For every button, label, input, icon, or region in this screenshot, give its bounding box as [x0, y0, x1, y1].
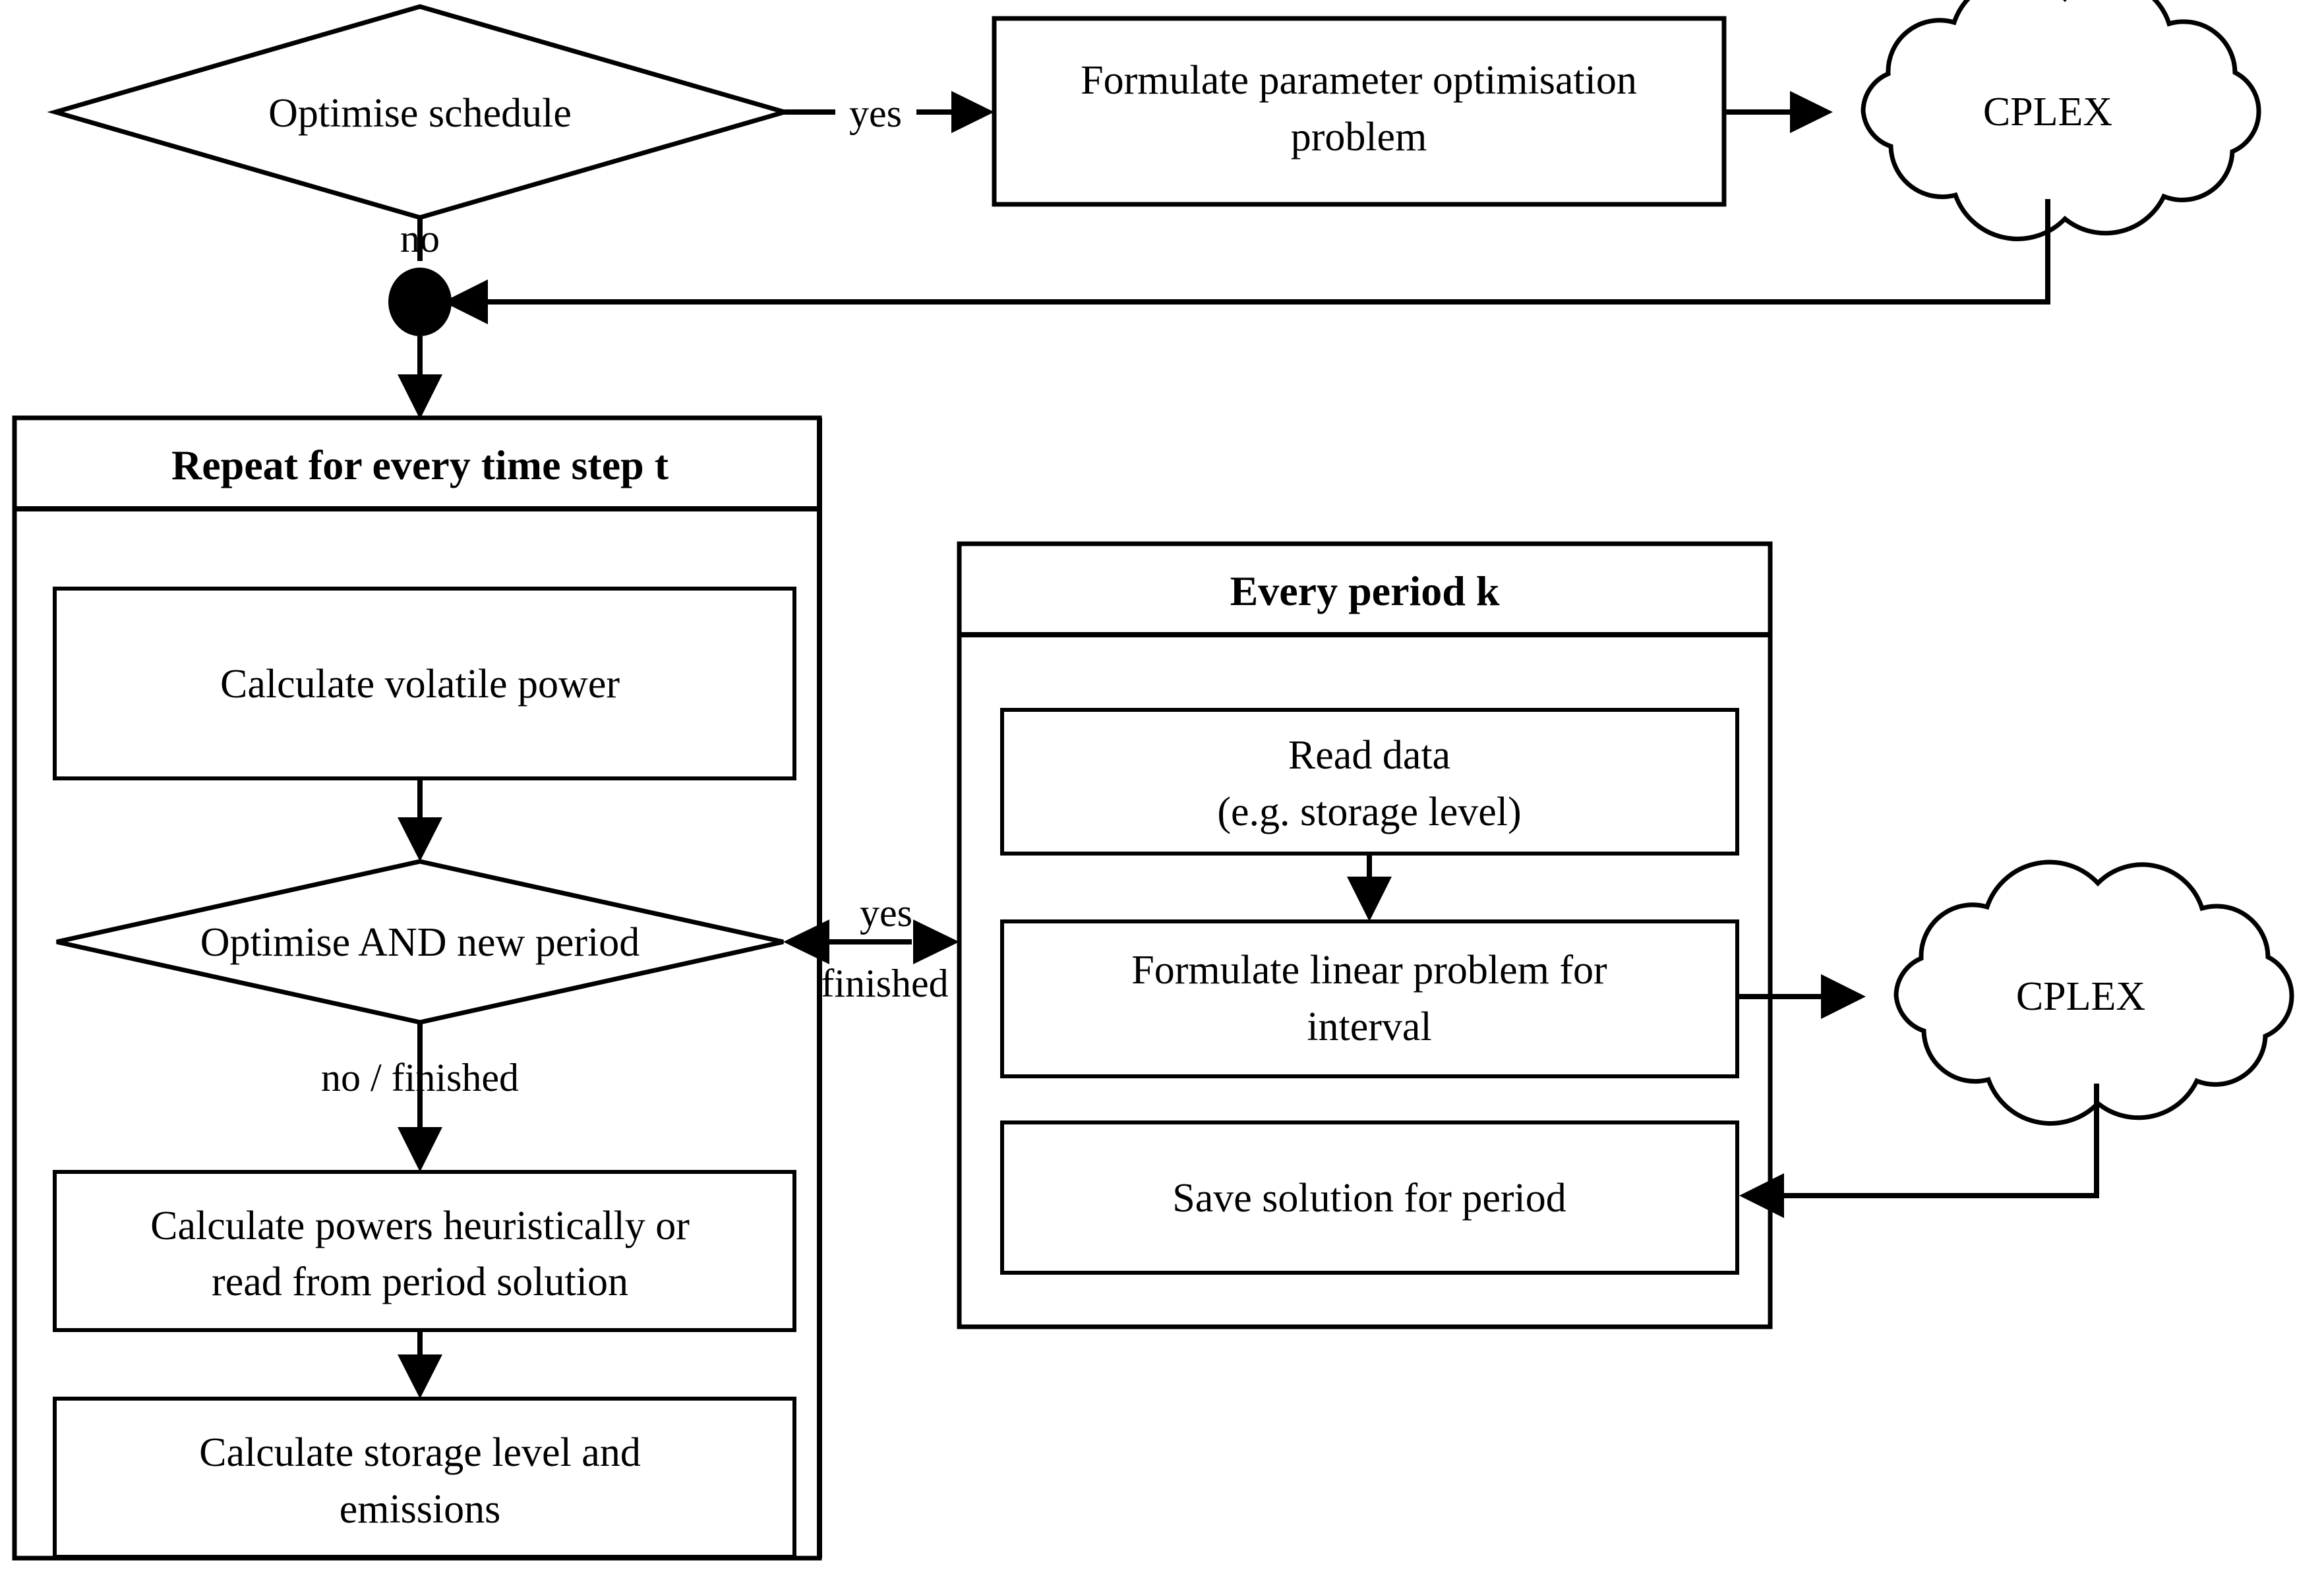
process-formulate-parameter-line1: Formulate parameter optimisation [1081, 58, 1637, 103]
edge-label-yes-top: yes [849, 92, 902, 135]
edge-no-finished-arrowhead [398, 1127, 442, 1172]
edge-volatile-to-decision-arrowhead [398, 817, 442, 861]
edge-yes-top-arrowhead [951, 91, 994, 133]
cloud-cplex-top-label: CPLEX [1983, 90, 2112, 134]
process-calculate-storage-line2: emissions [340, 1487, 501, 1532]
edge-label-no-finished: no / finished [321, 1056, 519, 1099]
process-read-data[interactable] [1000, 708, 1739, 856]
process-calculate-powers-line2: read from period solution [212, 1260, 628, 1304]
process-calculate-powers[interactable] [53, 1170, 796, 1332]
decision-optimise-schedule-label: Optimise schedule [268, 91, 572, 136]
edge-dot-to-repeat-arrowhead [398, 374, 442, 419]
process-save-solution-label: Save solution for period [1172, 1176, 1566, 1221]
process-calculate-volatile-power-label: Calculate volatile power [220, 662, 620, 707]
merge-node-dot [388, 268, 452, 336]
decision-optimise-and-new-period-label: Optimise AND new period [200, 920, 640, 965]
edge-powers-to-storage-arrowhead [398, 1354, 442, 1399]
process-calculate-storage-line1: Calculate storage level and [199, 1430, 641, 1475]
process-formulate-parameter-line2: problem [1291, 115, 1427, 160]
edge-yes-mid-arrowhead [913, 919, 959, 964]
edge-cplex-right-return-arrowhead [1739, 1173, 1784, 1218]
process-read-data-line2: (e.g. storage level) [1217, 790, 1521, 834]
cloud-cplex-right[interactable] [1893, 859, 2294, 1126]
process-formulate-linear-line1: Formulate linear problem for [1131, 948, 1607, 993]
process-calculate-powers-line1: Calculate powers heuristically or [150, 1204, 690, 1248]
process-formulate-parameter-problem[interactable] [992, 16, 1727, 207]
container-period-header-label: Every period k [1230, 567, 1500, 614]
edge-readdata-to-formulate-arrowhead [1347, 877, 1392, 921]
edge-cplex-right-return-path [1780, 1084, 2099, 1198]
edge-cplex-top-return-arrowhead [443, 279, 488, 324]
cloud-cplex-right-label: CPLEX [2016, 974, 2145, 1019]
edge-cplex-top-return-path [481, 199, 2050, 305]
cloud-cplex-top[interactable] [1861, 0, 2261, 241]
process-read-data-line1: Read data [1288, 733, 1450, 778]
edge-label-no-top: no [400, 217, 440, 260]
process-calculate-storage-emissions[interactable] [53, 1397, 796, 1559]
edge-linear-to-cplex-arrowhead [1821, 974, 1866, 1019]
process-calculate-volatile-power[interactable] [53, 587, 796, 780]
process-formulate-linear-problem[interactable] [1000, 919, 1739, 1078]
container-repeat-header-label: Repeat for every time step t [171, 442, 669, 488]
process-formulate-linear-line2: interval [1307, 1004, 1431, 1049]
process-save-solution[interactable] [1000, 1120, 1739, 1275]
edge-label-yes-mid: yes [860, 891, 912, 935]
edge-formulate-to-cplex-arrowhead [1790, 91, 1833, 133]
edge-label-finished: finished [821, 962, 948, 1005]
